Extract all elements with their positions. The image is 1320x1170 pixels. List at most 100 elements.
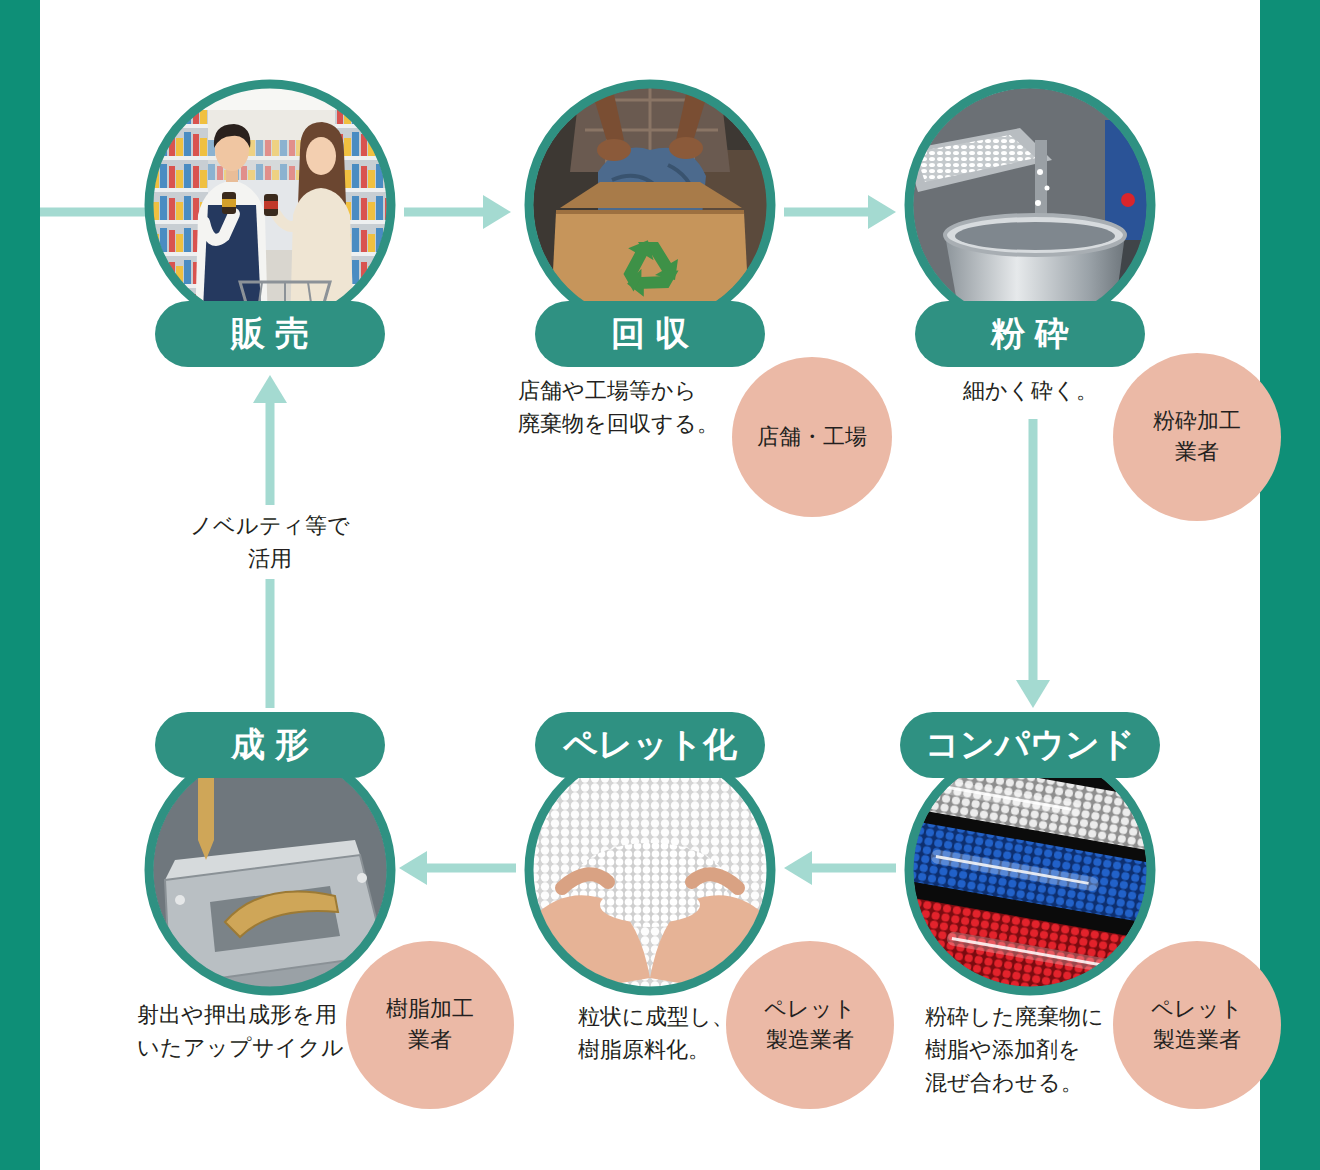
step-ring: [149, 84, 391, 326]
flow-line: [404, 208, 485, 217]
arrow-head: [253, 375, 287, 403]
grinding-photo: [905, 85, 1160, 330]
actor-circle: ペレット 製造業者: [1113, 941, 1281, 1109]
actor-label: 店舗・工場: [757, 422, 867, 453]
step-heading: 成形: [221, 722, 320, 768]
arrow-head: [868, 195, 896, 229]
step-heading-pill: 成形: [155, 712, 385, 778]
actor-circle: ペレット 製造業者: [726, 941, 894, 1109]
shop-photo-part: [306, 137, 336, 175]
flow-arrow: [784, 851, 896, 885]
actor-circle: 粉砕加工 業者: [1113, 353, 1281, 521]
collection-photo-part: [613, 238, 678, 305]
arrow-head: [784, 851, 812, 885]
molding-photo-part: [225, 892, 338, 937]
flow-arrow: [784, 195, 896, 229]
grinding-photo-part: [1045, 186, 1050, 191]
flow-arrow: [1016, 419, 1050, 708]
flow-arrow: [404, 195, 511, 229]
arrow-head: [1016, 680, 1050, 708]
molding-photo-part: [198, 840, 214, 860]
shop-photo: [150, 85, 390, 330]
step-ring: [149, 749, 391, 991]
compound-photo-part-part: [946, 931, 1116, 974]
compound-photo-part-part: [952, 938, 1105, 965]
molding-photo-part: [145, 745, 395, 995]
shop-photo-part: [214, 124, 251, 148]
collection-photo-part: [669, 137, 703, 159]
compound-photo-part-part: [930, 849, 1100, 892]
grinding-photo-part: [1121, 193, 1135, 207]
step-description: 細かく砕く。: [963, 374, 1098, 407]
step-heading: ペレット化: [563, 722, 737, 768]
flow-line: [784, 208, 870, 217]
step-heading-pill: 販売: [155, 301, 385, 367]
pellet-photo: [522, 745, 778, 1000]
molding-photo-part: [198, 775, 214, 840]
collection-photo-part: [556, 210, 744, 214]
step-ring: [909, 749, 1151, 991]
step-description: 射出や押出成形を用 いたアップサイクル: [137, 998, 347, 1064]
molding-photo: [145, 745, 395, 995]
collection-photo-part: [597, 139, 631, 161]
arrow-head: [483, 195, 511, 229]
step-heading: 販売: [221, 311, 320, 357]
shop-photo-part: [264, 194, 278, 216]
pellet-photo-part: [562, 874, 608, 888]
actor-label: 粉砕加工 業者: [1132, 406, 1262, 468]
step-description: 店舗や工場等から 廃棄物を回収する。: [518, 374, 723, 440]
shop-photo-part: [150, 85, 390, 330]
step-heading: コンパウンド: [925, 722, 1135, 768]
shop-photo-part: [204, 214, 234, 240]
step-heading-pill: ペレット化: [535, 712, 765, 778]
step-ring: [909, 84, 1151, 326]
process-step: 販売: [140, 83, 400, 371]
collection-photo-part-part: [613, 238, 666, 292]
pellet-photo-part: [525, 745, 775, 995]
collection-photo-part: [560, 182, 742, 208]
step-description: 粉砕した廃棄物に 樹脂や添加剤を 混ぜ合わせる。: [925, 1000, 1115, 1099]
step-heading-pill: 粉砕: [915, 301, 1145, 367]
flow-line: [810, 864, 896, 873]
flow-arrow: [399, 851, 516, 885]
process-step: 粉砕細かく砕く。: [900, 83, 1160, 415]
step-description: 粒状に成型し、 樹脂原料化。: [578, 1000, 743, 1066]
arrow-head: [399, 851, 427, 885]
actor-circle: 店舗・工場: [732, 357, 892, 517]
shop-photo-part: [150, 85, 390, 113]
compound-photo-part-part: [936, 856, 1089, 883]
molding-photo-part: [357, 873, 367, 883]
actor-label: 樹脂加工 業者: [365, 994, 495, 1056]
step-ring: [529, 749, 771, 991]
grinding-photo-part: [1037, 169, 1043, 175]
pellet-photo-part: [600, 887, 700, 923]
shop-photo-part: [222, 199, 236, 207]
actor-label: ペレット 製造業者: [1132, 994, 1262, 1056]
collection-photo-part: [530, 85, 770, 330]
grinding-photo-part: [915, 135, 1036, 182]
step-heading-pill: 回収: [535, 301, 765, 367]
shop-photo-part: [276, 214, 302, 227]
shop-photo-part: [264, 201, 278, 209]
step-heading: 回収: [601, 311, 700, 357]
actor-label: ペレット 製造業者: [745, 994, 875, 1056]
side-bar: [0, 0, 40, 1170]
shop-photo-part: [208, 110, 335, 180]
step-heading-pill: コンパウンド: [900, 712, 1160, 778]
collection-photo: [530, 85, 770, 330]
flow-line: [425, 864, 516, 873]
edge-label: ノベルティ等で 活用: [177, 505, 363, 579]
step-ring: [529, 84, 771, 326]
incoming-flow-line: [40, 208, 146, 217]
pellet-photo-part: [692, 874, 738, 888]
grinding-photo-part: [955, 222, 1115, 250]
grinding-photo-part: [1035, 200, 1041, 206]
process-step: 回収店舗や工場等から 廃棄物を回収する。: [515, 83, 780, 448]
shop-photo-part: [222, 192, 236, 214]
flow-line: [1029, 419, 1038, 682]
grinding-photo-part: [945, 215, 1125, 255]
actor-circle: 樹脂加工 業者: [346, 941, 514, 1109]
molding-photo-part: [175, 895, 185, 905]
